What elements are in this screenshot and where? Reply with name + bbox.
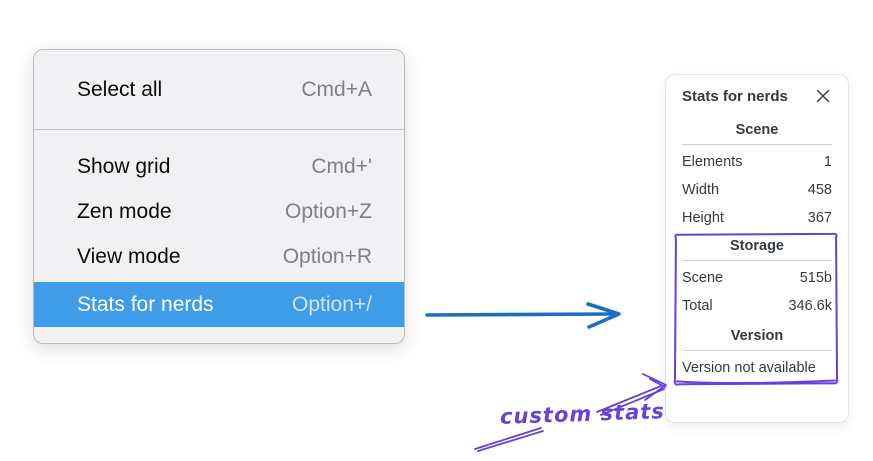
version-note: Version not available xyxy=(682,360,816,376)
section-heading-version: Version xyxy=(730,328,784,344)
menu-item-view-mode[interactable]: View mode Option+R xyxy=(34,234,404,279)
stat-label: Elements xyxy=(682,154,743,170)
stat-row-width: Width 458 xyxy=(682,176,832,204)
stat-row-total-storage: Total 346.6k xyxy=(682,292,832,320)
section-heading-storage: Storage xyxy=(730,238,784,254)
menu-item-label: Stats for nerds xyxy=(77,292,214,316)
menu-item-stats-for-nerds[interactable]: Stats for nerds Option+/ xyxy=(34,282,404,327)
stat-row-elements: Elements 1 xyxy=(682,148,832,176)
menu-divider xyxy=(34,129,404,130)
stat-value: 515b xyxy=(799,270,832,286)
close-icon[interactable] xyxy=(814,87,832,105)
stat-row-scene-storage: Scene 515b xyxy=(682,264,832,292)
menu-item-shortcut: Option+/ xyxy=(292,292,372,316)
custom-stats-stroke xyxy=(474,427,544,452)
menu-section-top: Select all Cmd+A xyxy=(34,50,404,129)
menu-item-shortcut: Cmd+A xyxy=(301,77,372,101)
menu-item-show-grid[interactable]: Show grid Cmd+' xyxy=(34,144,404,189)
menu-item-shortcut: Option+Z xyxy=(285,199,372,223)
flow-arrow xyxy=(425,302,621,329)
menu-item-select-all[interactable]: Select all Cmd+A xyxy=(34,67,404,112)
stats-panel-title: Stats for nerds xyxy=(682,87,788,105)
stat-value: 346.6k xyxy=(788,298,832,314)
stat-label: Total xyxy=(682,298,713,314)
stat-value: 458 xyxy=(807,182,832,198)
stat-label: Width xyxy=(682,182,720,198)
menu-item-label: Zen mode xyxy=(77,199,172,223)
stat-value: 367 xyxy=(807,210,832,226)
menu-item-label: Select all xyxy=(77,77,163,101)
custom-stats-label: custom stats xyxy=(499,399,666,429)
menu-item-shortcut: Option+R xyxy=(282,244,372,268)
section-divider xyxy=(682,144,832,145)
menu-item-shortcut: Cmd+' xyxy=(311,154,372,178)
context-menu: Select all Cmd+A Show grid Cmd+' Zen mod… xyxy=(33,49,405,344)
stats-panel: Stats for nerds Scene Elements 1 Width 4… xyxy=(665,74,849,423)
menu-item-zen-mode[interactable]: Zen mode Option+Z xyxy=(34,189,404,234)
stat-label: Height xyxy=(682,210,724,226)
menu-item-label: View mode xyxy=(77,244,181,268)
menu-item-label: Show grid xyxy=(77,154,171,178)
stat-row-height: Height 367 xyxy=(682,204,832,232)
storage-version-group: Storage Scene 515b Total 346.6k Version … xyxy=(682,238,832,382)
menu-section-bottom: Show grid Cmd+' Zen mode Option+Z View m… xyxy=(34,130,404,343)
section-heading-scene: Scene xyxy=(735,122,779,138)
stat-value: 1 xyxy=(823,154,832,170)
stat-label: Scene xyxy=(682,270,724,286)
